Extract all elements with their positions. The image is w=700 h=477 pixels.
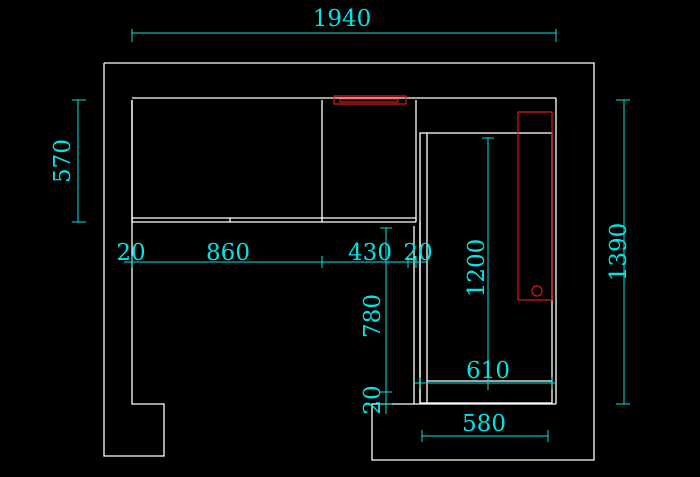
dim-580-line: [421, 430, 549, 442]
dim-1940-label: 1940: [313, 6, 372, 32]
dim-780-label: 780: [360, 294, 386, 338]
outer-wall: [104, 62, 595, 461]
fridge-outline: [517, 111, 553, 301]
dim-1390-label: 1390: [606, 223, 632, 282]
dim-1200-line: [482, 137, 494, 390]
dim-610-label: 610: [466, 358, 510, 384]
dim-left-gap-label: 20: [116, 240, 145, 266]
cooktop-hood: [333, 95, 407, 105]
dim-1200-label: 1200: [464, 239, 490, 298]
tall-unit: [413, 132, 553, 404]
dim-counter-gap-label: 20: [403, 240, 432, 266]
dim-counter-line: [124, 256, 428, 268]
dim-610-line: [414, 377, 556, 389]
dim-570-line: [72, 99, 86, 223]
dim-430-label: 430: [348, 240, 392, 266]
dim-1390-line: [616, 99, 630, 405]
dim-1940-line: [131, 29, 557, 42]
dim-580-label: 580: [462, 411, 506, 437]
outer-wall-left: [103, 63, 165, 457]
upper-cabinet-run: [131, 100, 417, 223]
dim-780-line: [380, 227, 392, 414]
dim-bottom-gap-label: 20: [360, 385, 386, 414]
dim-570-label: 570: [50, 139, 76, 183]
dim-860-label: 860: [206, 240, 250, 266]
